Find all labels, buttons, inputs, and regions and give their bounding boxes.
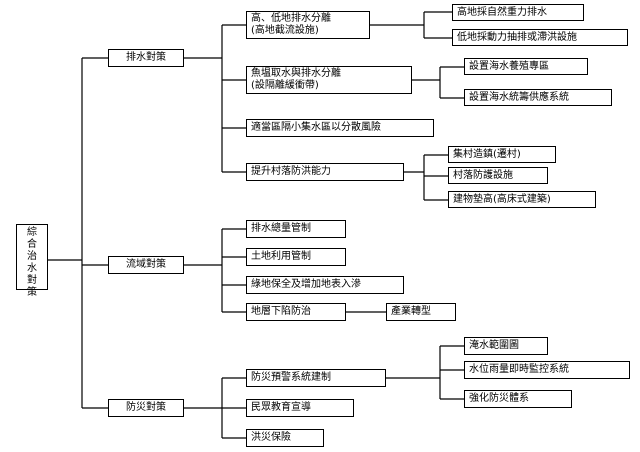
leaf-elevated-building: 建物墊高(高床式建築) bbox=[448, 191, 596, 208]
leaf-village-protection: 村落防護設施 bbox=[448, 167, 548, 184]
node-green-infiltration: 綠地保全及增加地表入滲 bbox=[246, 276, 404, 294]
branch-drainage: 排水對策 bbox=[108, 49, 184, 67]
leaf-seawater-supply: 設置海水統籌供應系統 bbox=[464, 89, 612, 106]
root-label-char: 對 bbox=[27, 275, 37, 286]
leaf-village-relocation: 集村造鎮(遷村) bbox=[448, 146, 556, 163]
leaf-flood-map: 淹水範圍圖 bbox=[464, 337, 548, 355]
root-label-char: 策 bbox=[27, 287, 37, 298]
node-early-warning-system: 防災預警系統建制 bbox=[246, 369, 386, 387]
node-high-low-separation: 高、低地排水分離 (高地截流設施) bbox=[246, 11, 370, 39]
root-label-char: 水 bbox=[27, 263, 37, 274]
root-label-char: 治 bbox=[27, 251, 37, 262]
leaf-aquaculture-zone: 設置海水養殖專區 bbox=[464, 58, 588, 75]
leaf-gravity-drainage: 高地採自然重力排水 bbox=[452, 4, 584, 21]
node-fishpond-separation: 魚塭取水與排水分離 (設隔離緩衝帶) bbox=[246, 66, 412, 94]
node-public-education: 民眾教育宣導 bbox=[246, 399, 354, 417]
root-label-char: 合 bbox=[27, 239, 37, 250]
branch-disaster: 防災對策 bbox=[108, 399, 184, 417]
leaf-realtime-monitoring: 水位雨量即時監控系統 bbox=[464, 361, 630, 379]
node-total-drainage-control: 排水總量管制 bbox=[246, 220, 346, 238]
leaf-pump-drainage: 低地採動力抽排或滯洪設施 bbox=[452, 29, 628, 46]
root-node: 綜合治水對策 bbox=[16, 224, 48, 298]
node-flood-insurance: 洪災保險 bbox=[246, 429, 324, 447]
branch-watershed: 流域對策 bbox=[108, 256, 184, 274]
leaf-disaster-system: 強化防災體系 bbox=[464, 390, 572, 408]
node-land-use-control: 土地利用管制 bbox=[246, 248, 346, 266]
root-label-char: 綜 bbox=[27, 227, 37, 238]
leaf-industry-transformation: 產業轉型 bbox=[386, 303, 456, 321]
node-catchment-division: 適當區隔小集水區以分散風險 bbox=[246, 119, 434, 137]
node-village-flood-defense: 提升村落防洪能力 bbox=[246, 163, 404, 181]
node-subsidence-prevention: 地層下陷防治 bbox=[246, 303, 346, 321]
